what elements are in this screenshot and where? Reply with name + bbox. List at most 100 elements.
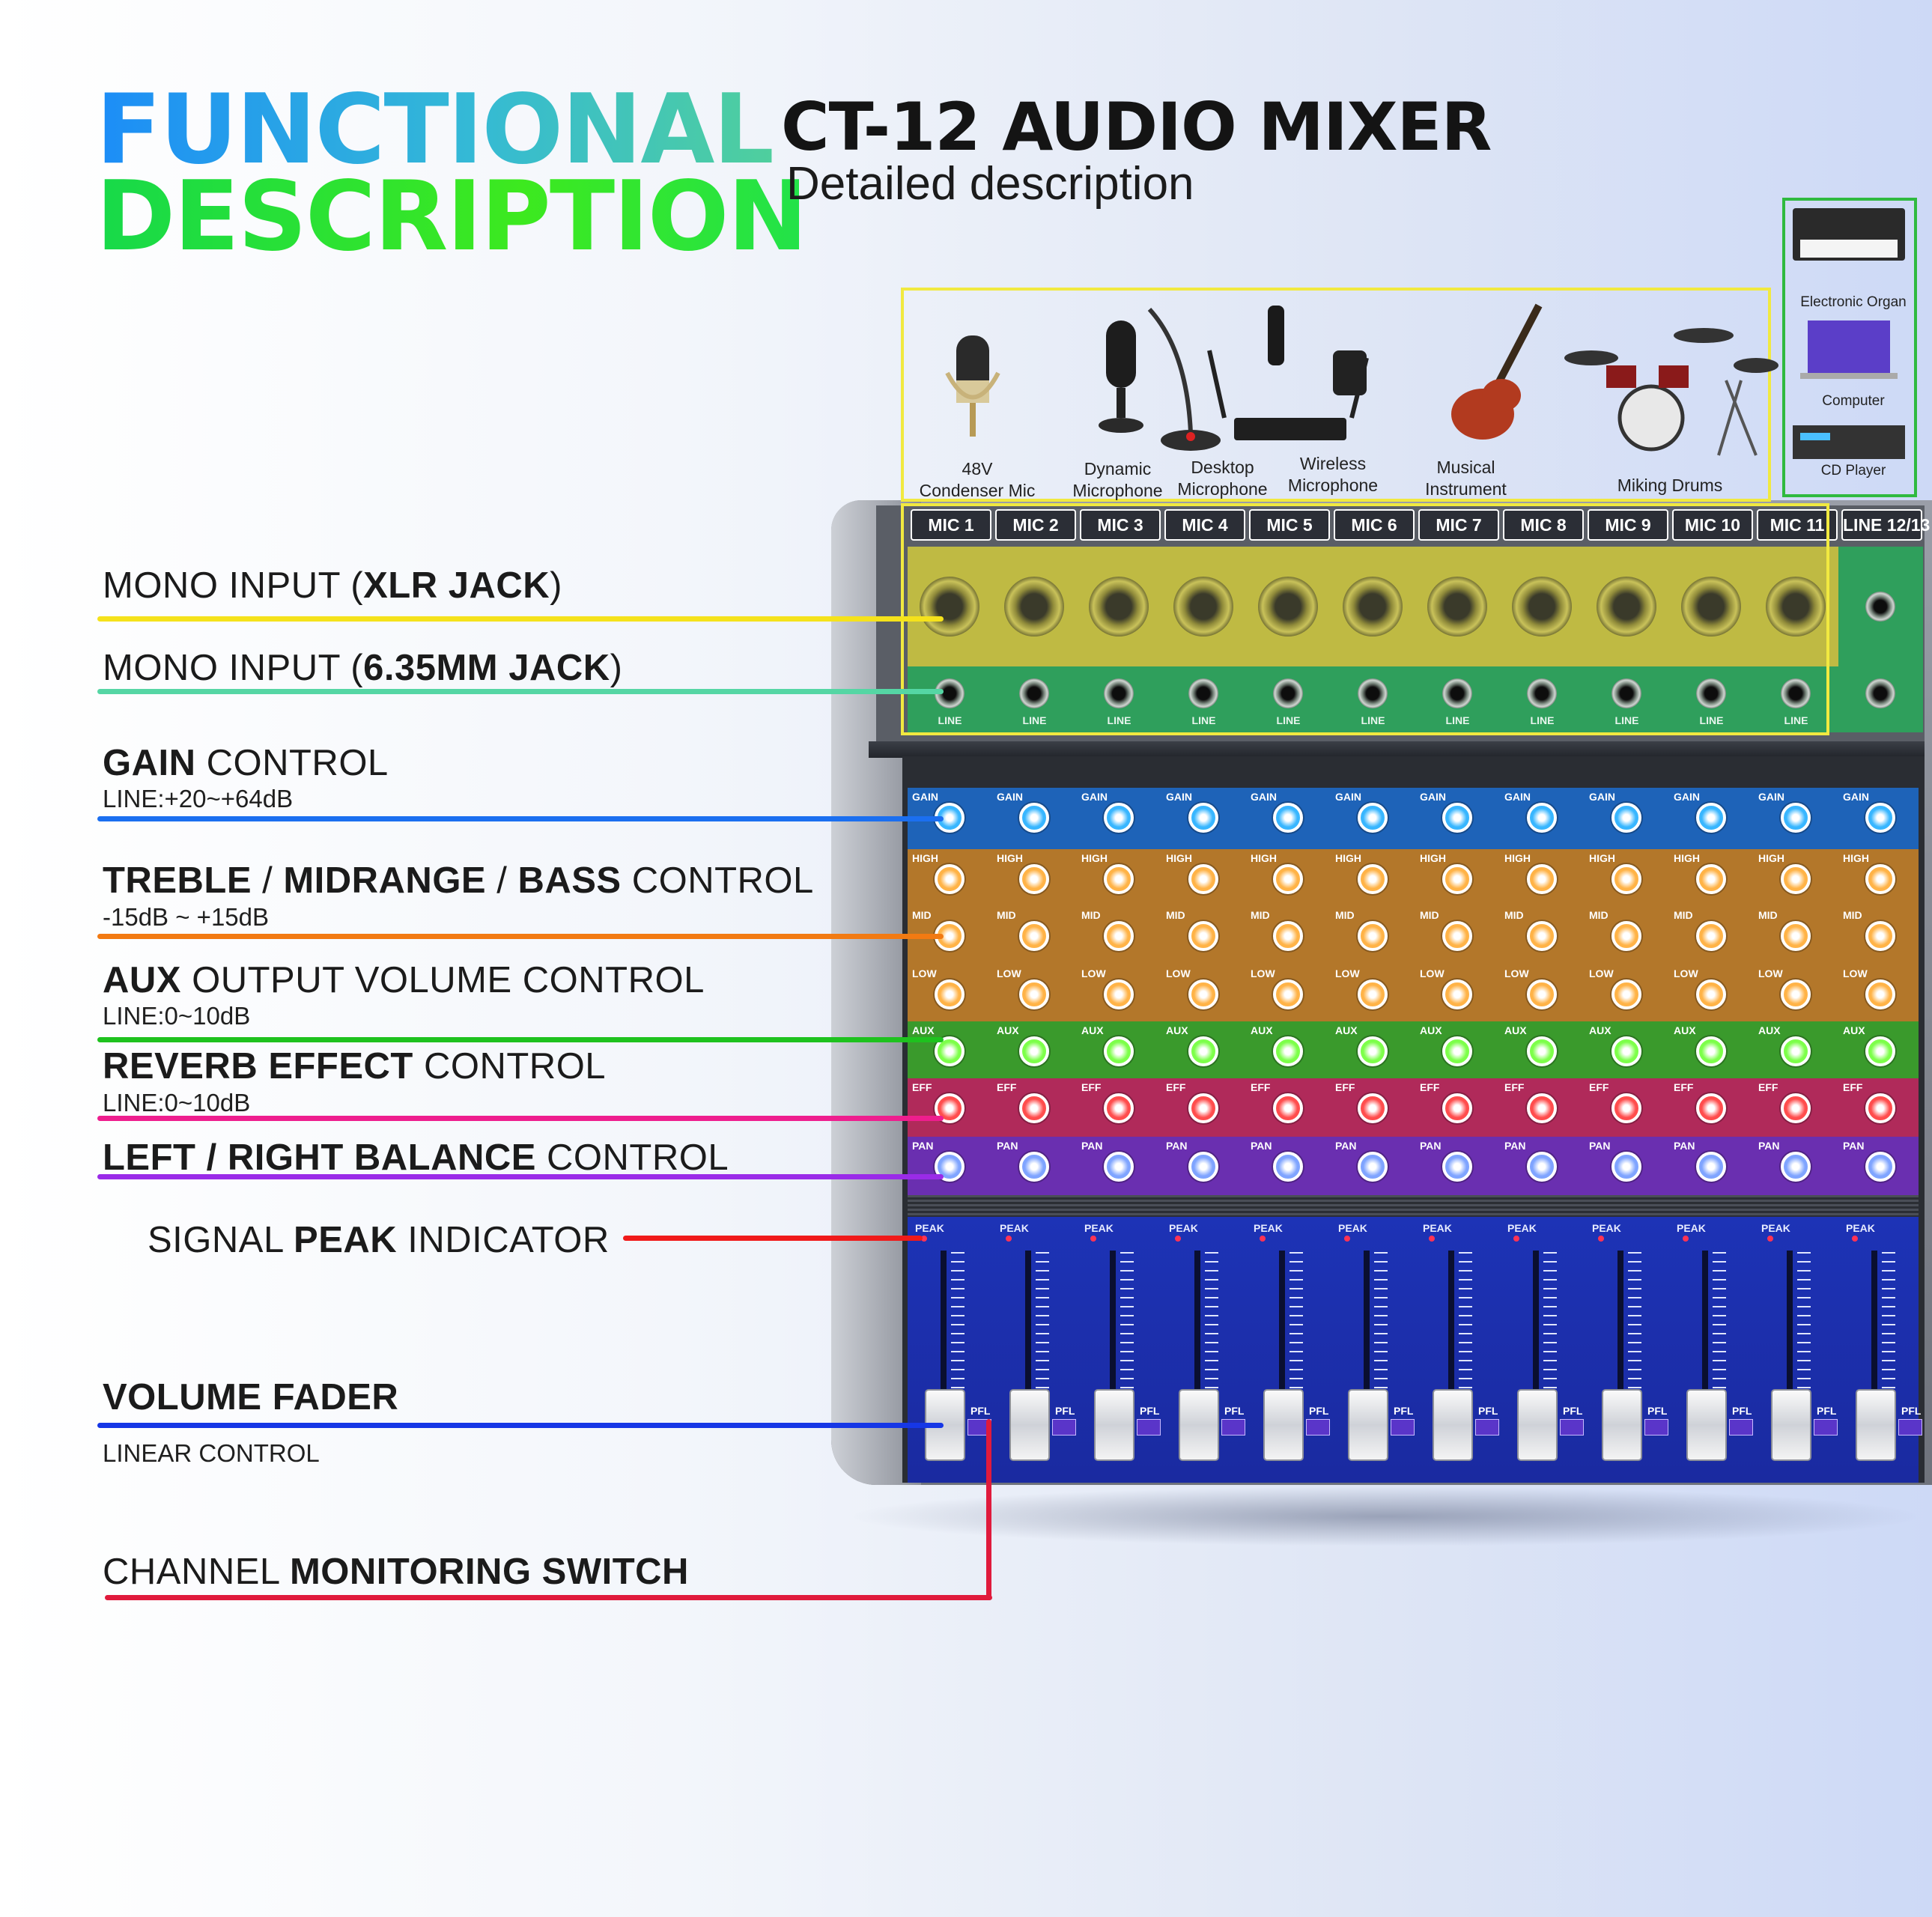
gain-knob[interactable] <box>1696 803 1726 833</box>
pan-knob[interactable] <box>1188 1152 1218 1182</box>
mid-knob[interactable] <box>1104 921 1134 951</box>
aux-knob[interactable] <box>1865 1036 1895 1066</box>
quarter-inch-input-jack[interactable]: LINE <box>1500 666 1585 732</box>
aux-knob[interactable] <box>1188 1036 1218 1066</box>
high-knob[interactable] <box>1781 864 1811 894</box>
pan-knob[interactable] <box>1442 1152 1472 1182</box>
volume-fader[interactable] <box>1009 1389 1050 1461</box>
aux-knob[interactable] <box>1781 1036 1811 1066</box>
high-knob[interactable] <box>935 864 965 894</box>
high-knob[interactable] <box>1865 864 1895 894</box>
aux-knob[interactable] <box>1527 1036 1557 1066</box>
high-knob[interactable] <box>1696 864 1726 894</box>
low-knob[interactable] <box>1104 979 1134 1009</box>
high-knob[interactable] <box>1442 864 1472 894</box>
volume-fader[interactable] <box>1348 1389 1388 1461</box>
pan-knob[interactable] <box>1019 1152 1049 1182</box>
xlr-input-jack[interactable] <box>1754 547 1838 666</box>
pan-knob[interactable] <box>1696 1152 1726 1182</box>
low-knob[interactable] <box>935 979 965 1009</box>
quarter-inch-input-jack[interactable]: LINE <box>992 666 1077 732</box>
gain-knob[interactable] <box>1019 803 1049 833</box>
mid-knob[interactable] <box>1273 921 1303 951</box>
gain-knob[interactable] <box>1273 803 1303 833</box>
low-knob[interactable] <box>1865 979 1895 1009</box>
aux-knob[interactable] <box>1442 1036 1472 1066</box>
pan-knob[interactable] <box>1527 1152 1557 1182</box>
pfl-monitor-switch[interactable] <box>1560 1419 1584 1436</box>
eff-knob[interactable] <box>1527 1093 1557 1123</box>
xlr-input-jack[interactable] <box>1585 547 1669 666</box>
pfl-monitor-switch[interactable] <box>1729 1419 1753 1436</box>
mid-knob[interactable] <box>1865 921 1895 951</box>
pfl-monitor-switch[interactable] <box>1221 1419 1245 1436</box>
quarter-inch-input-jack[interactable] <box>1838 666 1923 732</box>
eff-knob[interactable] <box>1358 1093 1388 1123</box>
eff-knob[interactable] <box>1273 1093 1303 1123</box>
xlr-input-jack[interactable] <box>1077 547 1161 666</box>
mid-knob[interactable] <box>1358 921 1388 951</box>
pfl-monitor-switch[interactable] <box>1391 1419 1415 1436</box>
pan-knob[interactable] <box>1273 1152 1303 1182</box>
mid-knob[interactable] <box>1781 921 1811 951</box>
pfl-monitor-switch[interactable] <box>1898 1419 1922 1436</box>
pan-knob[interactable] <box>1358 1152 1388 1182</box>
eff-knob[interactable] <box>1104 1093 1134 1123</box>
aux-knob[interactable] <box>1273 1036 1303 1066</box>
eff-knob[interactable] <box>1696 1093 1726 1123</box>
gain-knob[interactable] <box>1865 803 1895 833</box>
gain-knob[interactable] <box>1442 803 1472 833</box>
pan-knob[interactable] <box>1781 1152 1811 1182</box>
low-knob[interactable] <box>1611 979 1641 1009</box>
xlr-input-jack[interactable] <box>1669 547 1754 666</box>
mid-knob[interactable] <box>1696 921 1726 951</box>
pfl-monitor-switch[interactable] <box>1644 1419 1668 1436</box>
gain-knob[interactable] <box>1611 803 1641 833</box>
aux-knob[interactable] <box>1019 1036 1049 1066</box>
eff-knob[interactable] <box>1442 1093 1472 1123</box>
xlr-input-jack[interactable] <box>992 547 1077 666</box>
xlr-input-jack[interactable] <box>1500 547 1585 666</box>
eff-knob[interactable] <box>1611 1093 1641 1123</box>
high-knob[interactable] <box>1611 864 1641 894</box>
line-input-left-jack[interactable] <box>1838 547 1923 666</box>
aux-knob[interactable] <box>1358 1036 1388 1066</box>
quarter-inch-input-jack[interactable]: LINE <box>908 666 992 732</box>
quarter-inch-input-jack[interactable]: LINE <box>1585 666 1669 732</box>
quarter-inch-input-jack[interactable]: LINE <box>1415 666 1500 732</box>
quarter-inch-input-jack[interactable]: LINE <box>1331 666 1415 732</box>
low-knob[interactable] <box>1358 979 1388 1009</box>
mid-knob[interactable] <box>1019 921 1049 951</box>
eff-knob[interactable] <box>1188 1093 1218 1123</box>
low-knob[interactable] <box>1188 979 1218 1009</box>
quarter-inch-input-jack[interactable]: LINE <box>1161 666 1246 732</box>
xlr-input-jack[interactable] <box>1415 547 1500 666</box>
pan-knob[interactable] <box>1611 1152 1641 1182</box>
volume-fader[interactable] <box>1433 1389 1473 1461</box>
high-knob[interactable] <box>1358 864 1388 894</box>
low-knob[interactable] <box>1442 979 1472 1009</box>
volume-fader[interactable] <box>1856 1389 1896 1461</box>
xlr-input-jack[interactable] <box>1246 547 1331 666</box>
pfl-monitor-switch[interactable] <box>1052 1419 1076 1436</box>
low-knob[interactable] <box>1019 979 1049 1009</box>
gain-knob[interactable] <box>1527 803 1557 833</box>
volume-fader[interactable] <box>1517 1389 1558 1461</box>
gain-knob[interactable] <box>1188 803 1218 833</box>
quarter-inch-input-jack[interactable]: LINE <box>1669 666 1754 732</box>
volume-fader[interactable] <box>1602 1389 1642 1461</box>
pfl-monitor-switch[interactable] <box>1137 1419 1161 1436</box>
aux-knob[interactable] <box>1611 1036 1641 1066</box>
high-knob[interactable] <box>1104 864 1134 894</box>
gain-knob[interactable] <box>1104 803 1134 833</box>
volume-fader[interactable] <box>1686 1389 1727 1461</box>
pan-knob[interactable] <box>1104 1152 1134 1182</box>
quarter-inch-input-jack[interactable]: LINE <box>1754 666 1838 732</box>
quarter-inch-input-jack[interactable]: LINE <box>1246 666 1331 732</box>
mid-knob[interactable] <box>1611 921 1641 951</box>
gain-knob[interactable] <box>1781 803 1811 833</box>
quarter-inch-input-jack[interactable]: LINE <box>1077 666 1161 732</box>
low-knob[interactable] <box>1527 979 1557 1009</box>
pfl-monitor-switch[interactable] <box>1814 1419 1838 1436</box>
low-knob[interactable] <box>1696 979 1726 1009</box>
